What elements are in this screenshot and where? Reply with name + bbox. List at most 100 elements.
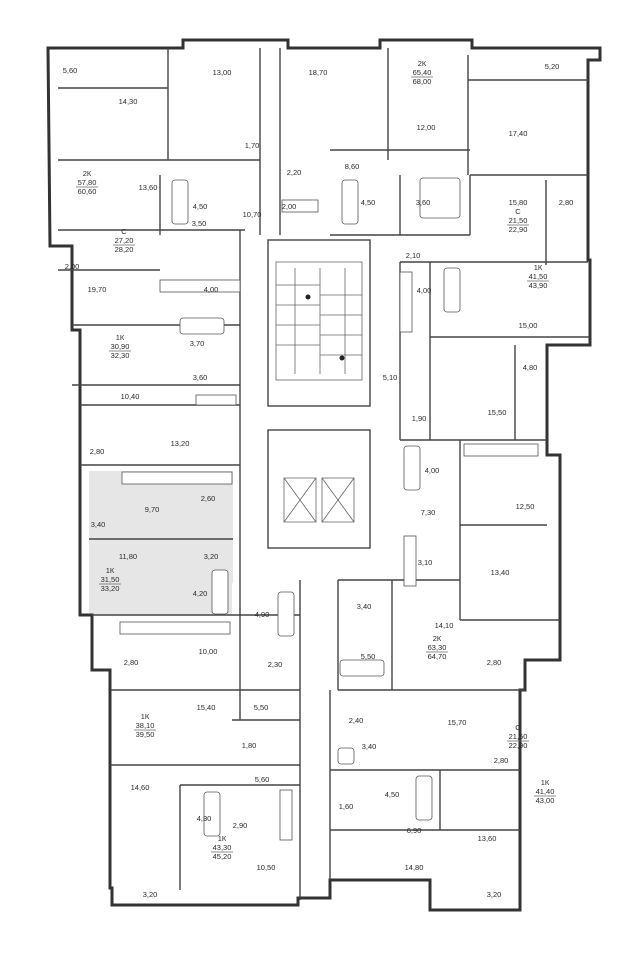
room-area-label: 10,40	[121, 392, 140, 401]
room-area-label: 43,30	[213, 843, 232, 852]
room-area-label: 21,50	[509, 732, 528, 741]
room-area-label: 4,00	[204, 285, 219, 294]
room-label: 13,60	[478, 834, 497, 843]
room-area-label: 5,60	[255, 775, 270, 784]
room-label: 13,00	[213, 68, 232, 77]
room-area-label: 2,30	[268, 660, 283, 669]
room-label: 4,30	[197, 814, 212, 823]
room-area-label: 10,70	[243, 210, 262, 219]
kitchen-counters	[119, 199, 539, 841]
room-area-label: 31,50	[101, 575, 120, 584]
room-area-label: 4,50	[385, 790, 400, 799]
room-area-label: 5,50	[361, 652, 376, 661]
room-label: 2,80	[487, 658, 502, 667]
apartment-type-label: 1К	[116, 333, 125, 342]
room-area-label: 3,40	[362, 742, 377, 751]
room-area-label: 15,80	[509, 198, 528, 207]
room-area-label: 19,70	[88, 285, 107, 294]
room-label: 1,70	[245, 141, 260, 150]
room-label: 3,20	[487, 890, 502, 899]
room-area-label: 4,00	[417, 286, 432, 295]
room-area-label: 9,70	[145, 505, 160, 514]
room-area-label: 3,50	[192, 219, 207, 228]
apartment-type-label: С	[515, 207, 521, 216]
apartment-type-label: 2К	[83, 169, 92, 178]
room-area-label: 27,20	[115, 236, 134, 245]
apartment-type-label: С	[515, 723, 521, 732]
room-label: 2,30	[268, 660, 283, 669]
room-area-label: 60,60	[78, 187, 97, 196]
room-area-label: 2,60	[201, 494, 216, 503]
room-area-label: 2,80	[494, 756, 509, 765]
room-label: 3,20	[204, 552, 219, 561]
room-label: 2,80	[124, 658, 139, 667]
room-label: 3,40	[362, 742, 377, 751]
apartment-type-label: 1К	[541, 778, 550, 787]
room-label: 4,80	[523, 363, 538, 372]
room-label: 15,80	[509, 198, 528, 207]
room-label: 17,40	[509, 129, 528, 138]
room-area-label: 2,00	[282, 202, 297, 211]
room-area-label: 11,80	[119, 552, 137, 561]
room-label: 2,10	[406, 251, 421, 260]
room-area-label: 33,20	[101, 584, 120, 593]
room-area-label: 4,90	[255, 610, 270, 619]
room-label: 1,90	[412, 414, 427, 423]
room-area-label: 32,30	[111, 351, 130, 360]
room-area-label: 2,40	[349, 716, 364, 725]
room-area-label: 13,40	[491, 568, 510, 577]
apartment-type-label: 1К	[534, 263, 543, 272]
room-area-label: 2,80	[487, 658, 502, 667]
room-label: 2,20	[287, 168, 302, 177]
room-label: 1,60	[339, 802, 354, 811]
room-area-label: 14,60	[131, 783, 150, 792]
room-area-label: 3,60	[193, 373, 208, 382]
room-label: 4,20	[193, 589, 208, 598]
room-label: 4,90	[255, 610, 270, 619]
room-area-label: 18,70	[309, 68, 328, 77]
room-label: 5,50	[254, 703, 269, 712]
room-label: 13,20	[171, 439, 190, 448]
room-area-label: 3,40	[357, 602, 372, 611]
room-label: 10,00	[199, 647, 218, 656]
room-area-label: 41,40	[536, 787, 555, 796]
room-area-label: 14,30	[119, 97, 138, 106]
apartment-type-label: 2К	[418, 59, 427, 68]
room-area-label: 2,80	[559, 198, 574, 207]
room-label: 5,60	[255, 775, 270, 784]
room-area-label: 45,20	[213, 852, 232, 861]
room-label: 2,80	[494, 756, 509, 765]
room-area-label: 64,70	[428, 652, 447, 661]
room-label: 15,00	[519, 321, 538, 330]
room-label: 3,20	[143, 890, 158, 899]
room-area-label: 6,90	[407, 826, 422, 835]
room-area-label: 17,40	[509, 129, 528, 138]
room-area-label: 8,60	[345, 162, 360, 171]
apartment-type-label: С	[121, 227, 127, 236]
interior-walls	[58, 48, 590, 900]
room-area-label: 2,90	[233, 821, 248, 830]
room-area-label: 15,00	[519, 321, 538, 330]
room-area-label: 39,50	[136, 730, 155, 739]
room-label: 4,00	[425, 466, 440, 475]
room-label: 6,90	[407, 826, 422, 835]
room-label: 10,70	[243, 210, 262, 219]
room-area-label: 2,80	[124, 658, 139, 667]
room-label: 15,50	[488, 408, 507, 417]
bathroom-fixtures	[171, 177, 461, 837]
room-label: 19,70	[88, 285, 107, 294]
room-area-label: 2,10	[406, 251, 421, 260]
room-area-label: 4,80	[523, 363, 538, 372]
room-label: 9,70	[145, 505, 160, 514]
room-area-label: 22,90	[509, 741, 528, 750]
room-area-label: 1,80	[242, 741, 257, 750]
room-area-label: 21,50	[509, 216, 528, 225]
room-label: 11,80	[119, 552, 137, 561]
room-area-label: 7,30	[421, 508, 436, 517]
room-label: 14,60	[131, 783, 150, 792]
